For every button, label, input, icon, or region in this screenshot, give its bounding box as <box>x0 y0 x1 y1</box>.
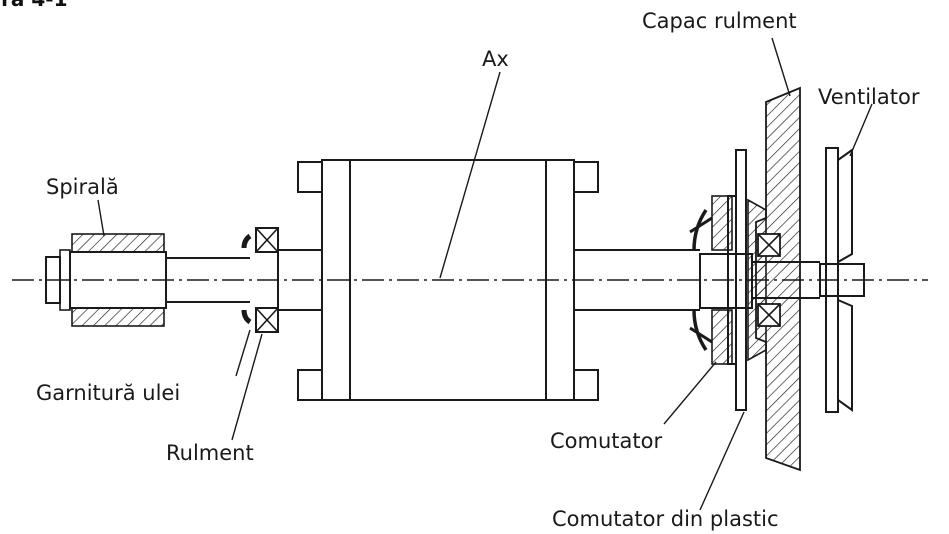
label-ventilator: Ventilator <box>818 85 920 109</box>
label-garnitura-ulei: Garnitură ulei <box>36 381 180 405</box>
label-ax: Ax <box>482 47 509 71</box>
rotor-body <box>297 159 599 401</box>
commutator-assembly <box>689 149 747 411</box>
label-comutator-din-plastic: Comutator din plastic <box>552 507 779 531</box>
label-spirala: Spirală <box>46 175 119 199</box>
label-capac-rulment: Capac rulment <box>642 9 797 33</box>
spiral-assembly <box>45 233 167 327</box>
leader-lines <box>97 37 873 511</box>
label-rulment: Rulment <box>166 441 254 465</box>
ventilator <box>825 147 853 413</box>
left-bearing <box>241 227 279 333</box>
figure-title: Figura 4-1 <box>0 0 68 11</box>
bearing-cover <box>747 86 801 472</box>
label-comutator: Comutator <box>550 429 662 453</box>
